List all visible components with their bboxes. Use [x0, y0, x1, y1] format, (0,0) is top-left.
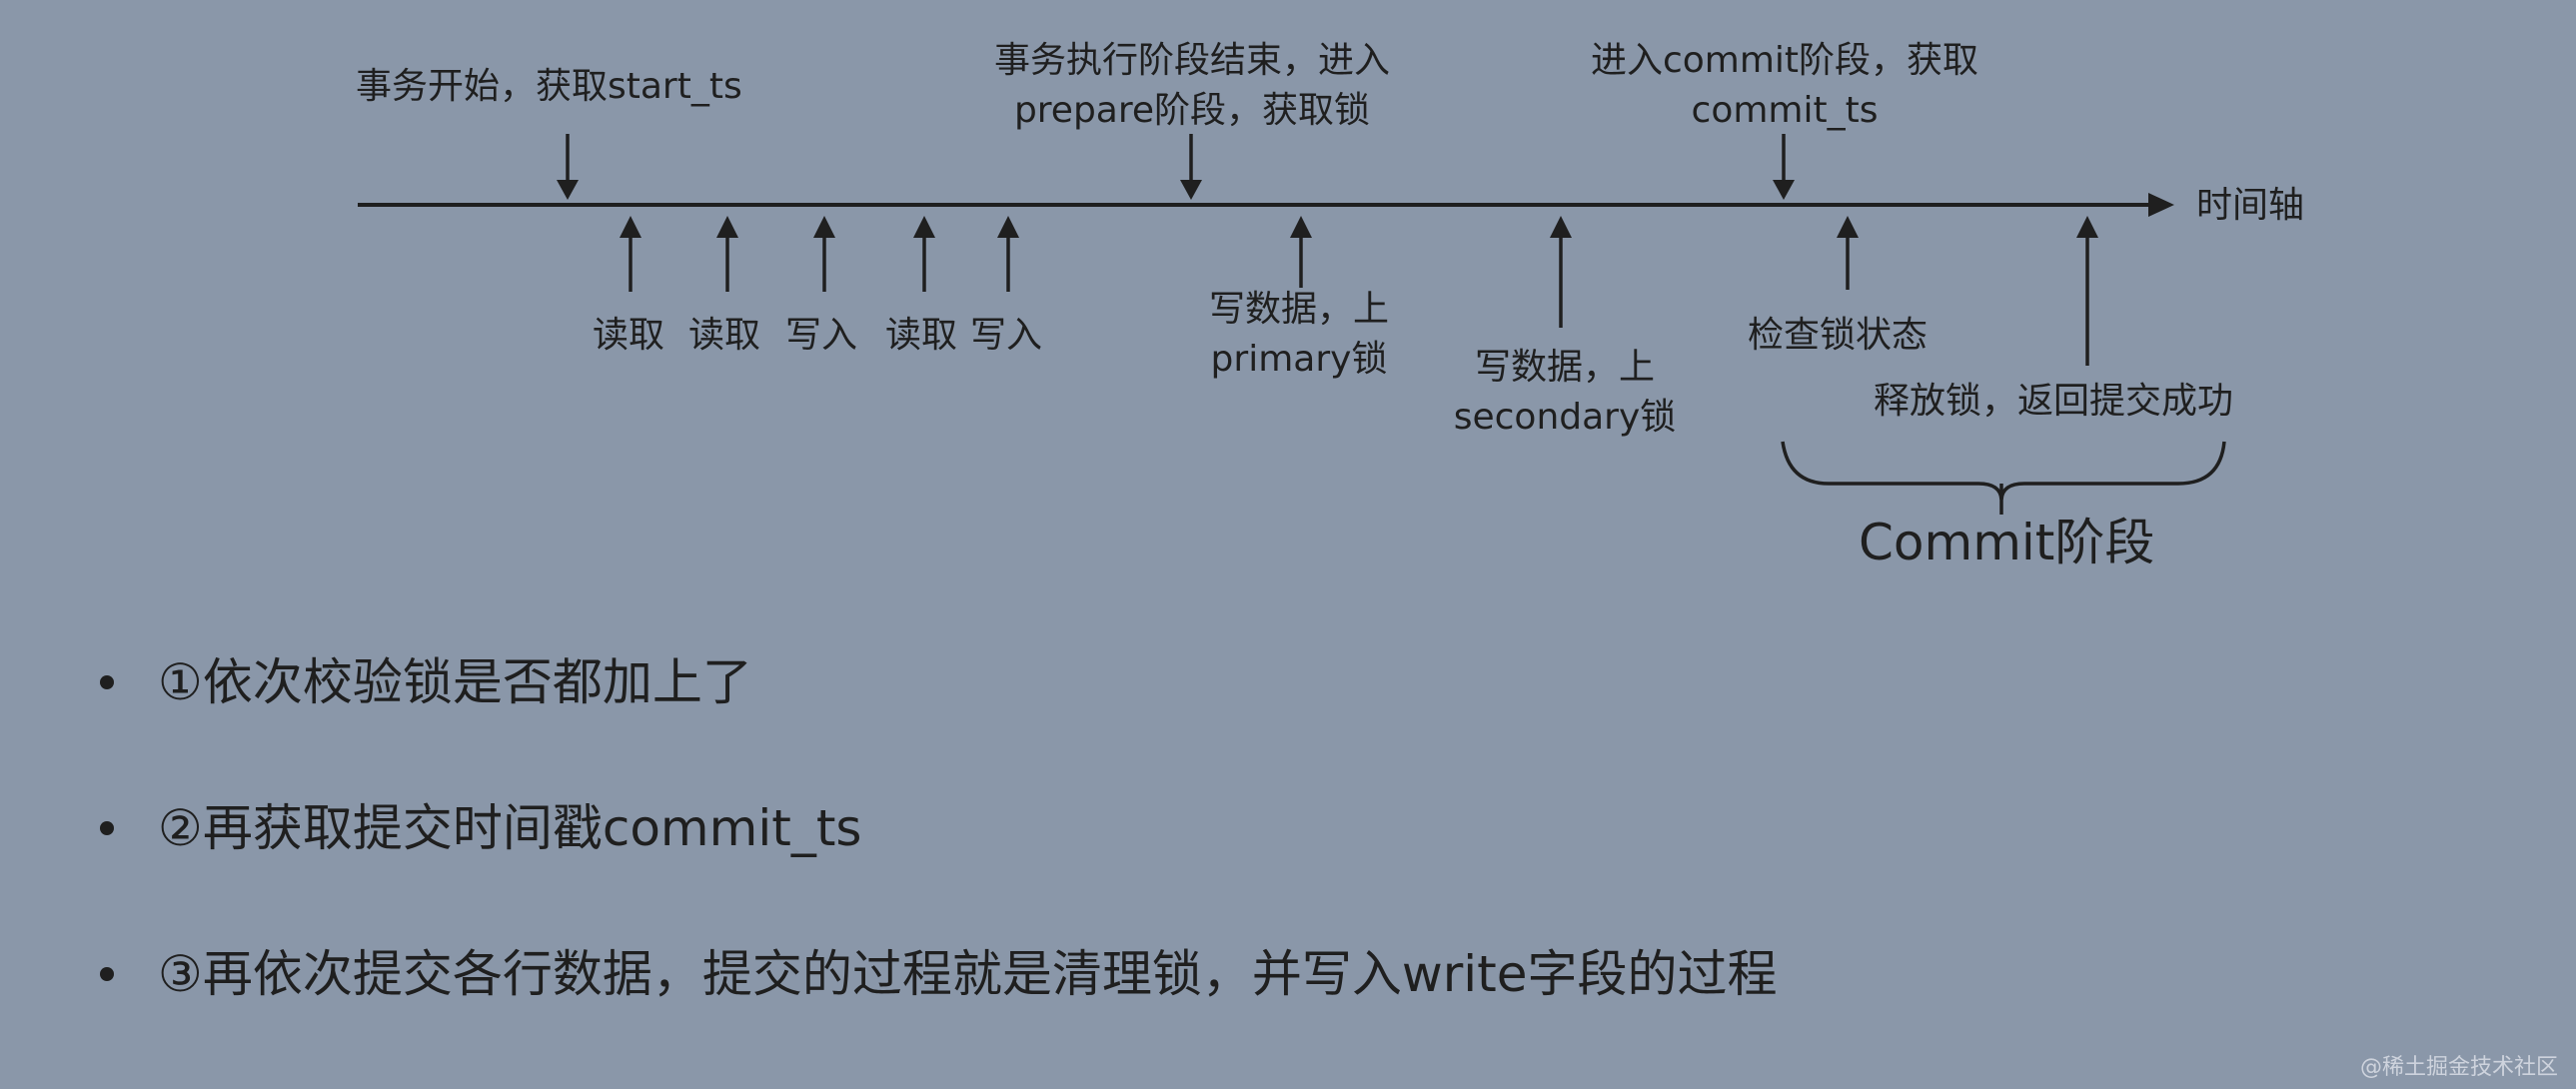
bullet-item: ③再依次提交各行数据，提交的过程就是清理锁，并写入write字段的过程: [100, 939, 1778, 1009]
bottom-arrow: [1290, 216, 1312, 288]
event-label-line: 进入commit阶段，获取: [1590, 40, 1979, 81]
bullet-dot-icon: [100, 674, 114, 689]
bullet-item: ①依次校验锁是否都加上了: [100, 647, 752, 717]
op-label-read: 读取: [593, 315, 665, 356]
commit-phase-label: Commit阶段: [1859, 514, 2155, 571]
axis-label: 时间轴: [2196, 185, 2305, 226]
bottom-arrow: [620, 216, 642, 292]
op-label-line: 写数据，上: [1208, 289, 1390, 330]
time-axis-arrowhead: [2148, 193, 2174, 217]
op-label-read: 读取: [885, 315, 958, 356]
op-label-primary-lock: 写数据，上 primary锁: [1209, 285, 1389, 385]
op-label-line: secondary锁: [1453, 397, 1677, 438]
bottom-arrow: [997, 216, 1019, 292]
op-label-line: primary锁: [1210, 339, 1388, 380]
commit-phase-brace: [1781, 441, 2226, 501]
top-arrow: [1180, 134, 1202, 200]
op-label-release-lock: 释放锁，返回提交成功: [1874, 381, 2234, 422]
op-label-write: 写入: [785, 315, 858, 356]
bottom-arrow: [2076, 216, 2098, 366]
bottom-arrow: [813, 216, 835, 292]
bullet-item: ②再获取提交时间戳commit_ts: [100, 793, 861, 863]
watermark: @稀土掘金技术社区: [2359, 1055, 2558, 1080]
bullet-dot-icon: [100, 820, 114, 835]
op-label-line: 写数据，上: [1474, 347, 1655, 388]
bullet-dot-icon: [100, 966, 114, 981]
event-label-line: prepare阶段，获取锁: [1013, 90, 1371, 131]
bullet-text: ③再依次提交各行数据，提交的过程就是清理锁，并写入write字段的过程: [158, 945, 1778, 1003]
event-label-prepare: 事务执行阶段结束，进入 prepare阶段，获取锁: [994, 36, 1390, 136]
bullet-text: ②再获取提交时间戳commit_ts: [158, 799, 862, 857]
event-label-line: 事务执行阶段结束，进入: [993, 40, 1391, 81]
bottom-arrow: [716, 216, 738, 292]
bottom-arrow: [1837, 216, 1859, 290]
event-label-line: commit_ts: [1691, 90, 1879, 131]
event-label-commit: 进入commit阶段，获取 commit_ts: [1591, 36, 1978, 136]
top-arrow: [1773, 134, 1795, 200]
bottom-arrow: [913, 216, 935, 292]
event-label-start: 事务开始，获取start_ts: [356, 66, 742, 107]
bottom-arrow: [1550, 216, 1572, 328]
op-label-check-lock: 检查锁状态: [1748, 315, 1929, 356]
op-label-secondary-lock: 写数据，上 secondary锁: [1454, 343, 1677, 443]
top-arrow: [557, 134, 579, 200]
op-label-write: 写入: [970, 315, 1043, 356]
bullet-text: ①依次校验锁是否都加上了: [158, 653, 752, 711]
op-label-read: 读取: [688, 315, 761, 356]
